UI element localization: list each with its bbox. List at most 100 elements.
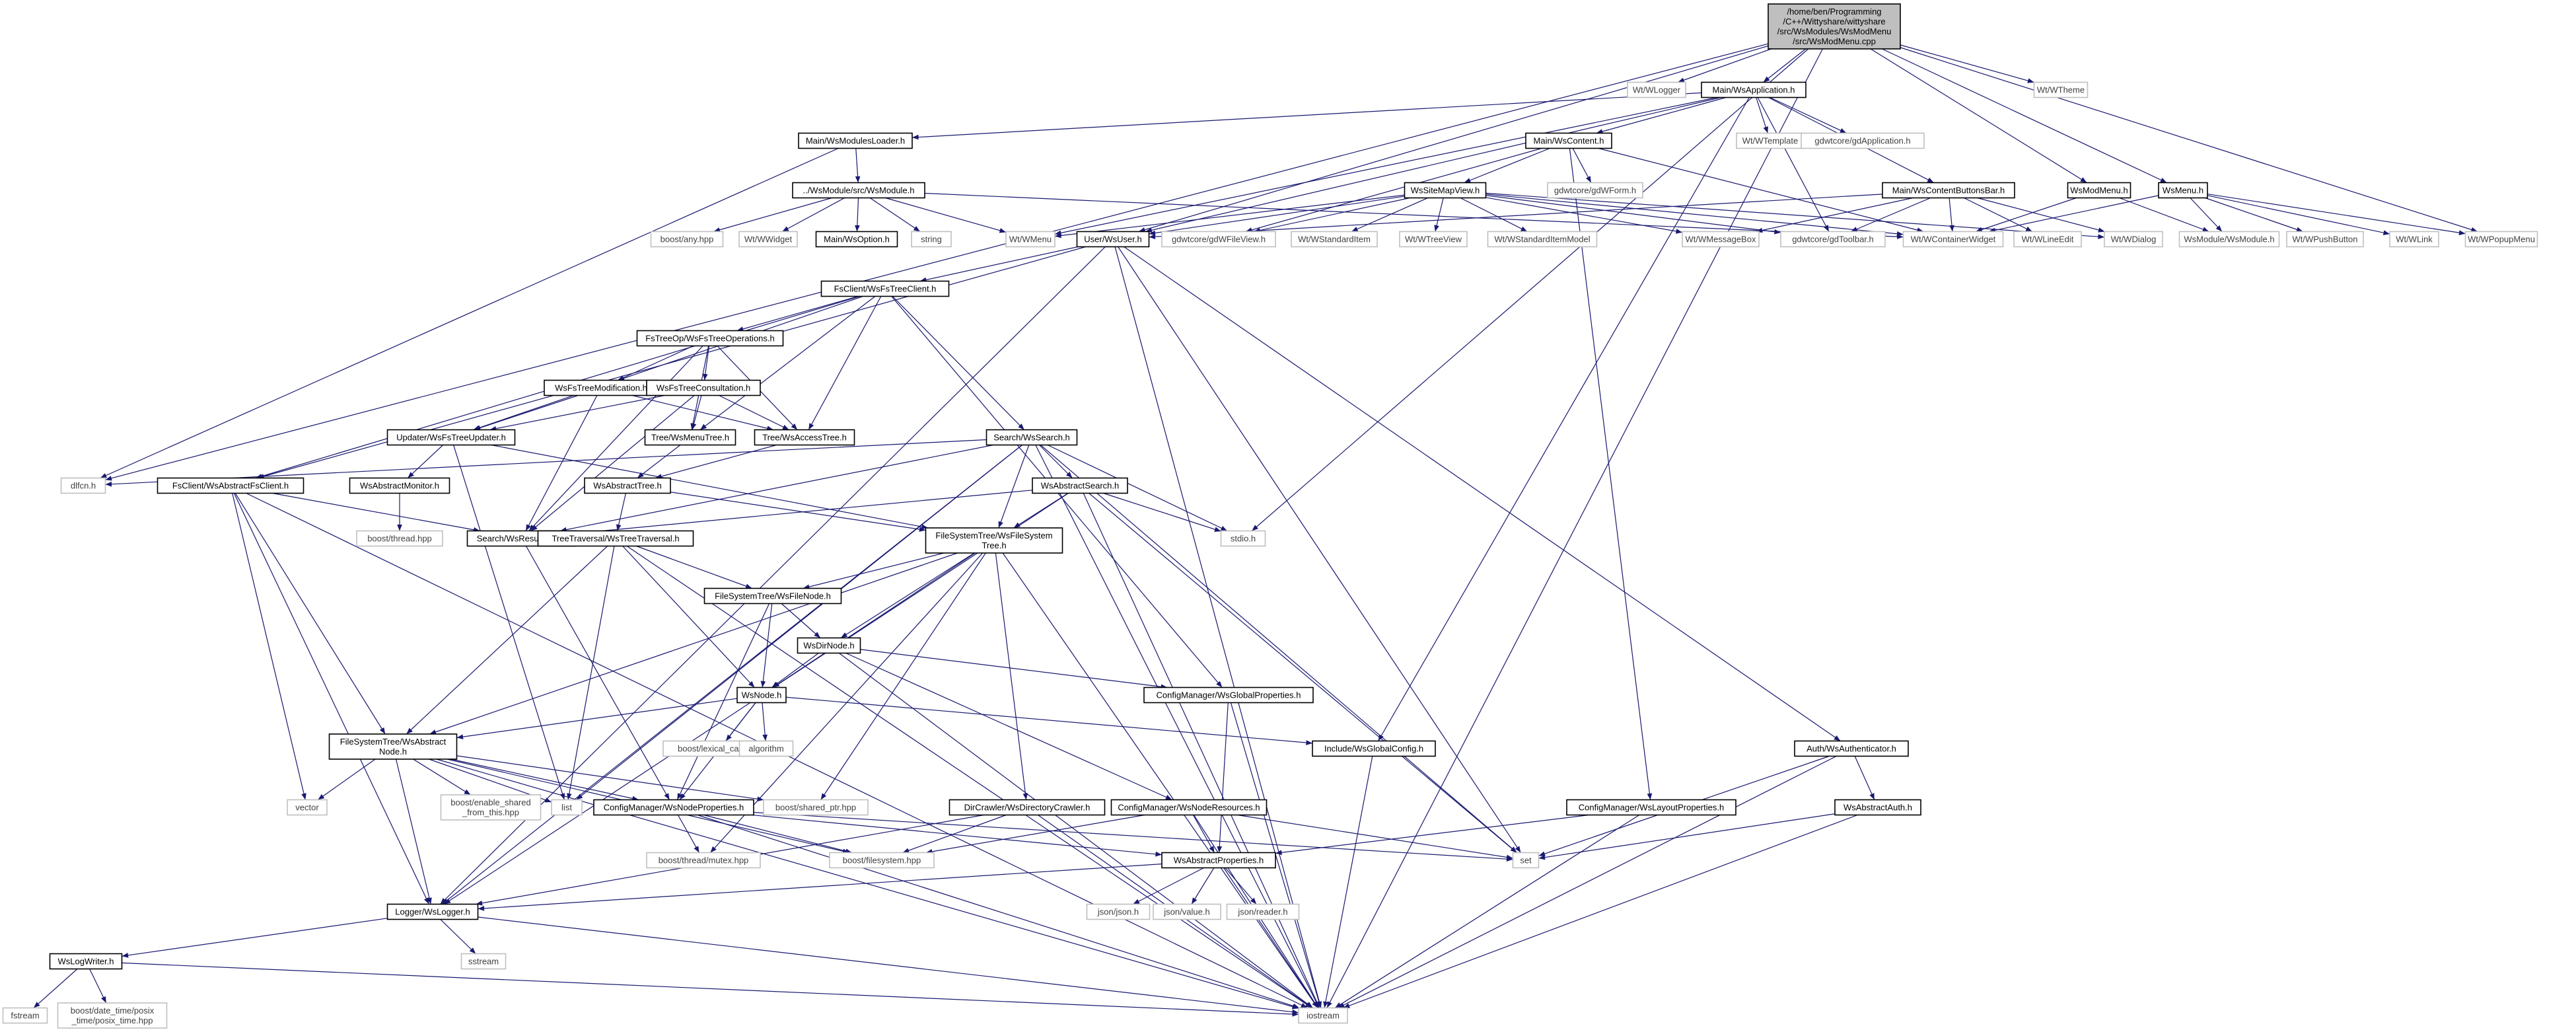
- node-label: Tree/WsMenuTree.h: [651, 433, 729, 443]
- node-box: [2, 1007, 48, 1024]
- node-globalprops[interactable]: ConfigManager/WsGlobalProperties.h: [1143, 686, 1314, 704]
- edge-wsuser-to-authenticator: [1124, 246, 1841, 741]
- node-label: Updater/WsFsTreeUpdater.h: [396, 433, 506, 443]
- node-wsmodmenuh[interactable]: WsModMenu.h: [2067, 182, 2131, 199]
- node-box: [1399, 231, 1468, 248]
- node-wsnode[interactable]: WsNode.h: [736, 686, 787, 704]
- node-abstree[interactable]: WsAbstractTree.h: [584, 477, 671, 494]
- edge-line: [489, 394, 665, 431]
- edge-line: [1040, 445, 1517, 853]
- node-box: [386, 903, 479, 920]
- node-wstdmodel: Wt/WStandardItemModel: [1487, 231, 1598, 248]
- node-wsmenuh[interactable]: WsMenu.h: [2158, 182, 2208, 199]
- edge-line: [1572, 148, 1592, 183]
- node-box: [636, 330, 784, 347]
- node-wsuser[interactable]: User/WsUser.h: [1076, 231, 1150, 248]
- node-label: WsAbstractTree.h: [593, 481, 662, 491]
- node-label: Wt/WStandardItem: [1298, 235, 1371, 244]
- node-wstditem: Wt/WStandardItem: [1291, 231, 1378, 248]
- node-label: Wt/WContainerWidget: [1911, 235, 1996, 244]
- node-label: gdwtcore/gdToolbar.h: [1792, 235, 1874, 244]
- node-label: Tree/WsAccessTree.h: [762, 433, 847, 443]
- edge-line: [736, 295, 859, 332]
- edge-fsclient-to-fsops: [736, 295, 859, 332]
- node-filenode[interactable]: FileSystemTree/WsFileNode.h: [703, 587, 842, 605]
- edge-line: [855, 148, 861, 183]
- node-dircrawler[interactable]: DirCrawler/WsDirectoryCrawler.h: [948, 799, 1106, 816]
- edge-wsapp-to-gdtoolbar: [1757, 97, 1830, 232]
- node-authenticator[interactable]: Auth/WsAuthenticator.h: [1794, 740, 1909, 757]
- node-label: boost/shared_ptr.hpp: [775, 803, 856, 813]
- node-wsmodule[interactable]: ../WsModule/src/WsModule.h: [792, 182, 925, 199]
- node-updater[interactable]: Updater/WsFsTreeUpdater.h: [386, 429, 516, 446]
- node-modloader[interactable]: Main/WsModulesLoader.h: [798, 132, 913, 149]
- edge-line: [855, 198, 860, 232]
- node-wsoption[interactable]: Main/WsOption.h: [815, 231, 898, 248]
- edge-line: [919, 246, 1079, 283]
- node-enableshared: boost/enable_shared_from_this.hpp: [440, 794, 542, 821]
- node-absauth[interactable]: WsAbstractAuth.h: [1834, 799, 1921, 816]
- node-treeconsult[interactable]: WsFsTreeConsultation.h: [646, 379, 761, 396]
- edge-line: [1145, 96, 1721, 233]
- node-search[interactable]: Search/WsSearch.h: [985, 429, 1078, 446]
- edge-absprops-to-iostream: [1223, 868, 1318, 1008]
- edge-line: [845, 652, 1172, 801]
- node-box: [287, 799, 328, 816]
- edge-root-to-stdio: [1251, 48, 1809, 531]
- node-dirnode[interactable]: WsDirNode.h: [797, 637, 861, 654]
- edge-wsmodule-to-wcontainer: [924, 192, 1904, 240]
- node-label: json/value.h: [1163, 907, 1209, 917]
- node-traversal[interactable]: TreeTraversal/WsTreeTraversal.h: [537, 530, 694, 547]
- edge-fstree-to-wsnode: [772, 552, 976, 688]
- node-box: [1801, 132, 1925, 149]
- edge-line: [440, 919, 476, 954]
- node-fsclient[interactable]: FsClient/WsFsTreeClient.h: [820, 280, 950, 297]
- node-noderes[interactable]: ConfigManager/WsNodeResources.h: [1110, 799, 1268, 816]
- edge-line: [713, 197, 832, 233]
- node-layoutprops[interactable]: ConfigManager/WsLayoutProperties.h: [1566, 799, 1736, 816]
- node-wpushbutton: Wt/WPushButton: [2286, 231, 2364, 248]
- node-absprops[interactable]: WsAbstractProperties.h: [1161, 852, 1276, 869]
- node-root[interactable]: /home/ben/Programming/C++/Wittyshare/wit…: [1768, 3, 1901, 50]
- node-globalconfig[interactable]: Include/WsGlobalConfig.h: [1312, 740, 1436, 757]
- node-logger[interactable]: Logger/WsLogger.h: [386, 903, 479, 920]
- node-treemod[interactable]: WsFsTreeModification.h: [544, 379, 659, 396]
- node-box: [349, 477, 450, 494]
- node-contentbtn[interactable]: Main/WsContentButtonsBar.h: [1882, 182, 2015, 199]
- node-fsops[interactable]: FsTreeOp/WsFsTreeOperations.h: [636, 330, 784, 347]
- edge-wsapp-to-wtemplate: [1756, 97, 1768, 133]
- node-wscontent[interactable]: Main/WsContent.h: [1525, 132, 1612, 149]
- node-box: [1404, 182, 1487, 199]
- node-box: [1298, 1007, 1348, 1024]
- node-menutree[interactable]: Tree/WsMenuTree.h: [644, 429, 736, 446]
- node-logwriter[interactable]: WsLogWriter.h: [49, 953, 123, 970]
- node-label: algorithm: [748, 744, 783, 754]
- edge-line: [860, 649, 1168, 690]
- edge-search-to-set: [1040, 445, 1517, 853]
- edge-sitemap-to-wstditem: [1351, 197, 1429, 233]
- edge-line: [1464, 147, 1550, 184]
- edge-fstree-to-sharedptr: [820, 552, 986, 800]
- node-jsonjson: json/json.h: [1086, 903, 1151, 920]
- node-nodeprops[interactable]: ConfigManager/WsNodeProperties.h: [593, 799, 754, 816]
- node-abssearch[interactable]: WsAbstractSearch.h: [1032, 477, 1128, 494]
- edge-absnode-to-nodeprops: [450, 758, 639, 801]
- node-box: [1110, 799, 1268, 816]
- node-box: [49, 953, 123, 970]
- node-box: [1794, 740, 1909, 757]
- node-box: [1312, 740, 1436, 757]
- edge-line: [1133, 867, 1204, 905]
- node-absfsclient[interactable]: FsClient/WsAbstractFsClient.h: [157, 477, 304, 494]
- node-sitemap[interactable]: WsSiteMapView.h: [1404, 182, 1487, 199]
- node-absmonitor[interactable]: WsAbstractMonitor.h: [349, 477, 450, 494]
- node-sharedptr: boost/shared_ptr.hpp: [763, 799, 869, 816]
- edge-modloader-to-wsmodule: [855, 148, 861, 183]
- node-wsapp[interactable]: Main/WsApplication.h: [1701, 81, 1807, 98]
- edge-line: [839, 653, 1313, 1008]
- node-box: [948, 799, 1106, 816]
- edge-absnode-to-sharedptr: [456, 755, 764, 802]
- node-label: /C++/Wittyshare/wittyshare: [1783, 17, 1885, 26]
- node-accesstree[interactable]: Tree/WsAccessTree.h: [754, 429, 855, 446]
